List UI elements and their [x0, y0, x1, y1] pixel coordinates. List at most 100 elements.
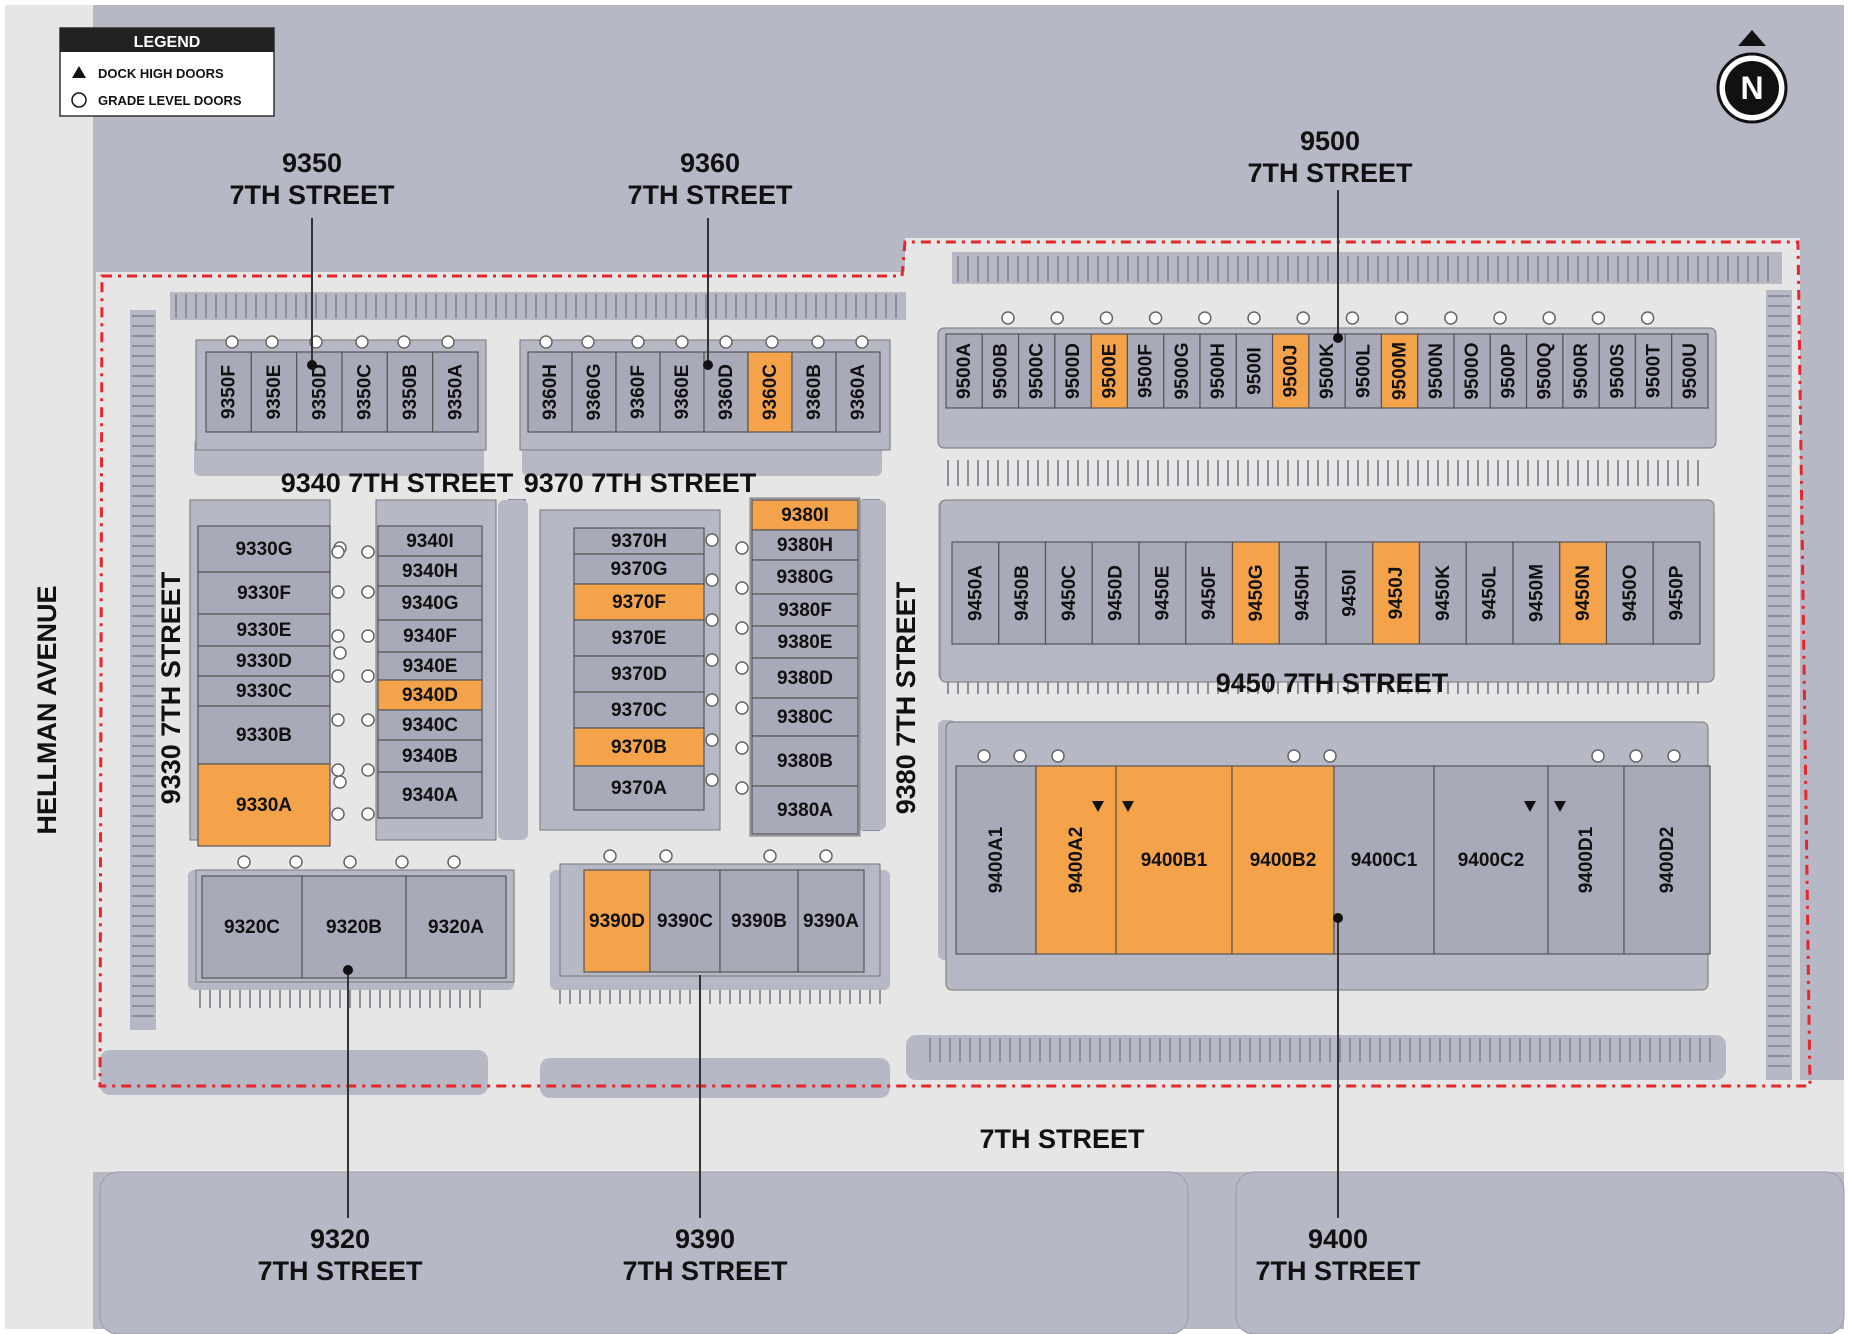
unit-9500R[interactable]	[1562, 333, 1600, 409]
unit-9370H[interactable]	[573, 527, 705, 555]
unit-9360E[interactable]	[659, 351, 705, 433]
unit-9400C2[interactable]	[1433, 765, 1549, 955]
unit-9380C[interactable]	[751, 697, 859, 737]
unit-9330F[interactable]	[197, 571, 331, 615]
unit-9400D2[interactable]	[1623, 765, 1711, 955]
unit-9500S[interactable]	[1598, 333, 1637, 409]
unit-9320A[interactable]	[405, 875, 507, 979]
unit-label: 9450A	[965, 565, 986, 621]
address-9500-number: 9500	[1300, 126, 1360, 156]
unit-9330E[interactable]	[197, 613, 331, 647]
unit-9330C[interactable]	[197, 675, 331, 707]
unit-9500C[interactable]	[1017, 333, 1056, 409]
unit-label: 9450L	[1480, 566, 1501, 620]
unit-9350C[interactable]	[341, 351, 388, 433]
unit-9500P[interactable]	[1489, 333, 1528, 409]
unit-9360A[interactable]	[835, 351, 881, 433]
unit-9390C[interactable]	[649, 869, 721, 973]
unit-9370F[interactable]	[573, 583, 705, 621]
unit-9450G[interactable]	[1231, 541, 1280, 645]
unit-9370D[interactable]	[573, 655, 705, 693]
unit-9450A[interactable]	[951, 541, 1000, 645]
unit-9350F[interactable]	[205, 351, 252, 433]
unit-9450N[interactable]	[1559, 541, 1608, 645]
unit-9390D[interactable]	[583, 869, 651, 973]
unit-label: 9340B	[402, 746, 458, 767]
unit-9340C[interactable]	[377, 709, 483, 741]
unit-9500K[interactable]	[1308, 333, 1346, 409]
unit-9330A[interactable]	[197, 763, 331, 847]
unit-9500J[interactable]	[1271, 333, 1310, 409]
leader-dots	[307, 333, 1343, 975]
street-9340-label: 9340 7TH STREET	[281, 468, 514, 498]
unit-9340E[interactable]	[377, 651, 483, 681]
unit-9380F[interactable]	[751, 593, 859, 627]
unit-9350A[interactable]	[432, 351, 479, 433]
unit-9450B[interactable]	[998, 541, 1047, 645]
address-9350-number: 9350	[282, 148, 342, 178]
unit-9500T[interactable]	[1634, 333, 1673, 409]
unit-9500E[interactable]	[1090, 333, 1129, 409]
unit-9340B[interactable]	[377, 739, 483, 773]
unit-9450L[interactable]	[1465, 541, 1514, 645]
unit-9500I[interactable]	[1235, 333, 1274, 409]
unit-9500O[interactable]	[1453, 333, 1491, 409]
grade-door-icon	[705, 773, 719, 787]
unit-9400B2[interactable]	[1231, 765, 1335, 955]
unit-9340D[interactable]	[377, 679, 483, 711]
unit-9340G[interactable]	[377, 585, 483, 621]
unit-9330G[interactable]	[197, 525, 331, 573]
unit-9500G[interactable]	[1163, 333, 1201, 409]
unit-9360G[interactable]	[571, 351, 617, 433]
unit-9350B[interactable]	[386, 351, 434, 433]
unit-label: 9450M	[1526, 564, 1547, 622]
unit-label: 9390C	[657, 911, 713, 932]
unit-9450I[interactable]	[1325, 541, 1374, 645]
unit-9400A2[interactable]	[1035, 765, 1117, 955]
unit-9370E[interactable]	[573, 619, 705, 657]
unit-9350D[interactable]	[296, 351, 343, 433]
unit-9330B[interactable]	[197, 705, 331, 765]
seventh-street-label: 7TH STREET	[979, 1124, 1145, 1154]
unit-9380E[interactable]	[751, 625, 859, 659]
unit-9380A[interactable]	[751, 785, 859, 835]
unit-9370C[interactable]	[573, 691, 705, 729]
unit-9320B[interactable]	[301, 875, 407, 979]
unit-9340F[interactable]	[377, 619, 483, 653]
unit-label: 9360G	[584, 363, 605, 420]
unit-9400C1[interactable]	[1333, 765, 1435, 955]
unit-9390A[interactable]	[797, 869, 865, 973]
address-9320-street: 7TH STREET	[257, 1256, 423, 1286]
unit-9340A[interactable]	[377, 771, 483, 819]
grade-door-icon	[1148, 311, 1163, 325]
unit-9500D[interactable]	[1054, 333, 1092, 409]
address-9390-street: 7TH STREET	[622, 1256, 788, 1286]
unit-label: 9450K	[1433, 565, 1454, 621]
unit-9360C[interactable]	[747, 351, 793, 433]
unit-9360F[interactable]	[615, 351, 661, 433]
unit-9450D[interactable]	[1091, 541, 1140, 645]
unit-9500L[interactable]	[1344, 333, 1383, 409]
unit-9360B[interactable]	[791, 351, 837, 433]
unit-9450O[interactable]	[1605, 541, 1654, 645]
unit-9370G[interactable]	[573, 553, 705, 585]
unit-9400A1[interactable]	[955, 765, 1037, 955]
unit-9450K[interactable]	[1418, 541, 1467, 645]
unit-9320C[interactable]	[201, 875, 303, 979]
unit-9450P[interactable]	[1652, 541, 1701, 645]
unit-9450F[interactable]	[1185, 541, 1234, 645]
unit-9500U[interactable]	[1671, 333, 1709, 409]
unit-9400D1[interactable]	[1547, 765, 1625, 955]
unit-9340H[interactable]	[377, 555, 483, 587]
unit-9340I[interactable]	[377, 525, 483, 557]
unit-9450H[interactable]	[1278, 541, 1327, 645]
unit-9370A[interactable]	[573, 765, 705, 811]
grade-door-icon	[331, 807, 345, 821]
unit-9380I[interactable]	[751, 499, 859, 531]
unit-label: 9320C	[224, 917, 280, 938]
unit-9500N[interactable]	[1417, 333, 1455, 409]
unit-9500A[interactable]	[945, 333, 983, 409]
unit-9360H[interactable]	[527, 351, 573, 433]
unit-label: 9380B	[777, 751, 833, 772]
